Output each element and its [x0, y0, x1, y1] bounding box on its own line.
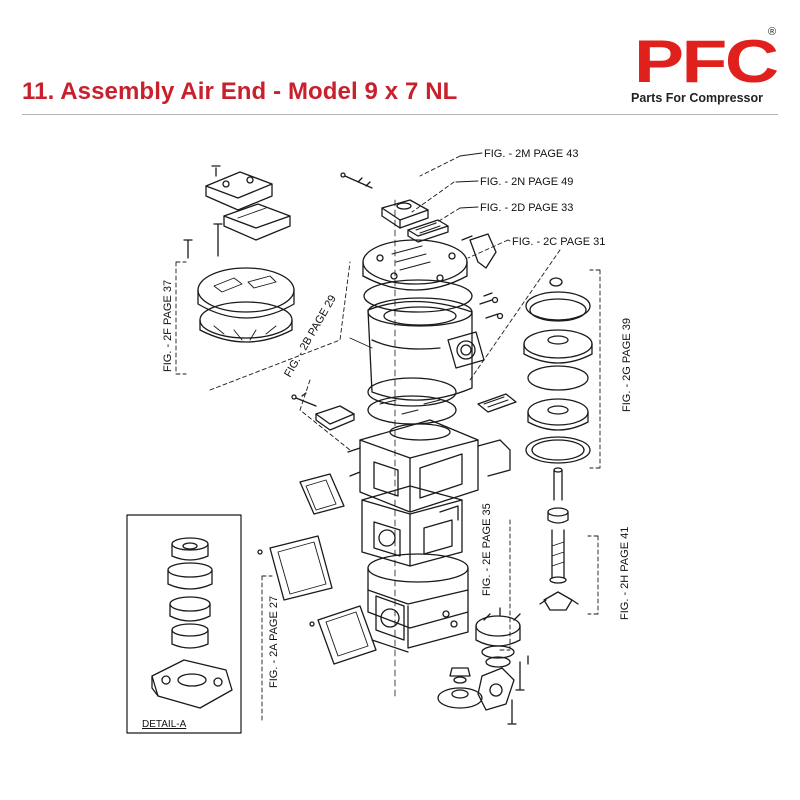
valve-plate-small [407, 219, 449, 243]
unloader-assembly [340, 172, 429, 229]
flywheel-parts [437, 667, 517, 725]
callout-fig-2f: FIG. - 2F PAGE 37 [162, 280, 174, 372]
title-divider [22, 114, 778, 115]
leader-lines [175, 155, 601, 721]
callout-leaders [349, 152, 511, 349]
detail-a-label: DETAIL-A [142, 719, 187, 730]
logo-mark: PFC [634, 28, 779, 95]
cover-plate-left [299, 473, 345, 515]
packing-flange [151, 659, 233, 709]
callout-fig-2n: FIG. - 2N PAGE 49 [480, 176, 573, 188]
valve-disc-stack [367, 377, 457, 425]
callout-fig-2d: FIG. - 2D PAGE 33 [480, 202, 573, 214]
piston-ring-stack [523, 277, 593, 464]
side-unloader [291, 392, 355, 431]
logo-tagline: Parts For Compressor [631, 91, 763, 105]
breather-fitting [461, 233, 497, 269]
piston-rod-assembly [539, 467, 579, 611]
packing-plate [477, 393, 517, 413]
callout-fig-2a: FIG. - 2A PAGE 27 [268, 596, 280, 688]
packing-cup-stack [167, 537, 213, 649]
valve-cover-assembly [183, 165, 291, 259]
crankshaft [477, 655, 529, 711]
callout-fig-2m: FIG. - 2M PAGE 43 [484, 148, 579, 160]
registered-mark: ® [768, 26, 777, 38]
callout-fig-2g: FIG. - 2G PAGE 39 [621, 318, 633, 412]
valve-plate-round [197, 267, 295, 343]
callout-fig-2c: FIG. - 2C PAGE 31 [512, 236, 605, 248]
bearing-housing [475, 607, 521, 668]
crankcase [367, 553, 469, 653]
callout-fig-2h: FIG. - 2H PAGE 41 [619, 527, 631, 620]
cover-plate-mid [257, 535, 333, 601]
brand-logo: PFC ® Parts For Compressor [628, 26, 779, 112]
cylinder-body [367, 292, 504, 401]
cylinder-head [362, 239, 468, 291]
head-gasket [363, 279, 473, 313]
frame-middle [361, 485, 463, 567]
crankcase-cover [309, 605, 377, 665]
distance-piece [347, 419, 511, 513]
detail-a-box [126, 514, 242, 734]
callout-fig-2e: FIG. - 2E PAGE 35 [481, 503, 493, 596]
page-title: 11. Assembly Air End - Model 9 x 7 NL [22, 78, 458, 105]
